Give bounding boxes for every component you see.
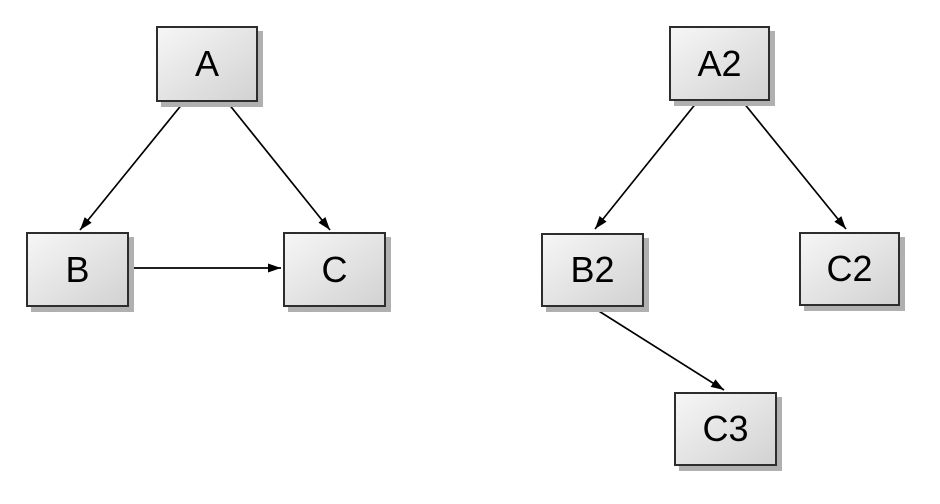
- edge-A-C: [227, 102, 331, 231]
- graph-node-B: B: [26, 232, 129, 307]
- node-label: B: [65, 248, 90, 290]
- edge-A-B: [79, 102, 184, 231]
- graph-node-C3: C3: [674, 392, 777, 466]
- node-label: C2: [826, 248, 873, 289]
- graph-node-B2: B2: [541, 233, 644, 307]
- node-label: A2: [697, 42, 742, 84]
- edge-A2-C2: [742, 101, 847, 230]
- node-label: C: [321, 248, 348, 290]
- edge-A2-B2: [594, 101, 698, 230]
- node-label: B2: [570, 249, 615, 290]
- graph-node-C: C: [283, 232, 386, 307]
- node-label: C3: [702, 408, 749, 449]
- node-label: A: [194, 43, 219, 84]
- graph-node-A2: A2: [669, 26, 770, 101]
- graph-node-A: A: [156, 26, 258, 102]
- graph-node-C2: C2: [799, 232, 900, 306]
- edge-B2-C3: [593, 307, 725, 391]
